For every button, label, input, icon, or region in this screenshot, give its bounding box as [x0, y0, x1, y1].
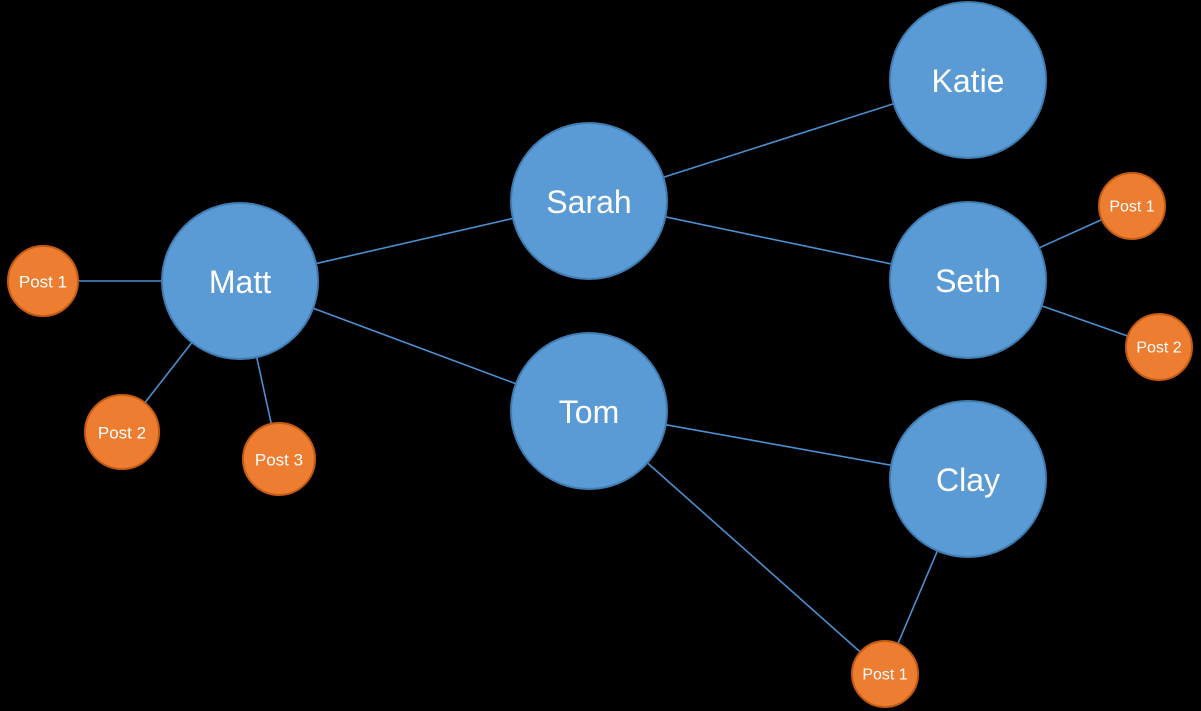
edge-matt-to-sarah	[314, 217, 515, 265]
edge-clay-to-shared-post-1	[896, 549, 939, 645]
node-label-tom: Tom	[559, 394, 619, 430]
node-circle-matt-post-2[interactable]	[84, 394, 160, 470]
node-seth-post-1[interactable]: Post 1	[1098, 172, 1166, 240]
node-seth-post-2[interactable]: Post 2	[1125, 313, 1193, 381]
node-clay[interactable]: Clay	[889, 400, 1047, 558]
edge-matt-to-tom	[311, 307, 518, 385]
node-label-seth-post-1: Post 1	[1109, 199, 1154, 216]
edge-tom-to-shared-post-1	[646, 461, 862, 654]
node-label-matt-post-2: Post 2	[98, 424, 146, 443]
node-label-shared-post-1: Post 1	[862, 667, 907, 684]
node-circle-seth[interactable]	[889, 201, 1047, 359]
node-label-clay: Clay	[936, 462, 1000, 498]
node-matt-post-1[interactable]: Post 1	[7, 245, 79, 317]
edge-seth-to-seth-post-2	[1040, 304, 1130, 338]
node-seth[interactable]: Seth	[889, 201, 1047, 359]
node-circle-shared-post-1[interactable]	[851, 640, 919, 708]
node-katie[interactable]: Katie	[889, 1, 1047, 159]
node-circle-katie[interactable]	[889, 1, 1047, 159]
node-circle-tom[interactable]	[510, 332, 668, 490]
node-tom[interactable]: Tom	[510, 332, 668, 490]
node-circle-seth-post-1[interactable]	[1098, 172, 1166, 240]
node-label-sarah: Sarah	[546, 184, 631, 220]
edge-seth-to-seth-post-1	[1037, 218, 1104, 250]
node-label-matt: Matt	[209, 264, 271, 300]
edge-sarah-to-seth	[664, 215, 893, 266]
edge-matt-post-3-to-matt	[255, 356, 273, 425]
node-matt-post-3[interactable]: Post 3	[242, 422, 316, 496]
node-matt-post-2[interactable]: Post 2	[84, 394, 160, 470]
node-circle-seth-post-2[interactable]	[1125, 313, 1193, 381]
node-circle-matt-post-1[interactable]	[7, 245, 79, 317]
node-label-seth: Seth	[935, 263, 1001, 299]
node-label-matt-post-3: Post 3	[255, 451, 303, 470]
edges-layer	[77, 102, 1130, 654]
node-label-seth-post-2: Post 2	[1136, 340, 1181, 357]
node-label-katie: Katie	[932, 63, 1005, 99]
node-circle-clay[interactable]	[889, 400, 1047, 558]
node-matt[interactable]: Matt	[161, 202, 319, 360]
edge-sarah-to-katie	[662, 102, 895, 179]
node-circle-matt-post-3[interactable]	[242, 422, 316, 496]
edge-tom-to-clay	[664, 423, 893, 467]
node-circle-sarah[interactable]	[510, 122, 668, 280]
node-sarah[interactable]: Sarah	[510, 122, 668, 280]
node-label-matt-post-1: Post 1	[19, 273, 67, 292]
node-circle-matt[interactable]	[161, 202, 319, 360]
edge-matt-post-2-to-matt	[143, 341, 194, 405]
node-shared-post-1[interactable]: Post 1	[851, 640, 919, 708]
